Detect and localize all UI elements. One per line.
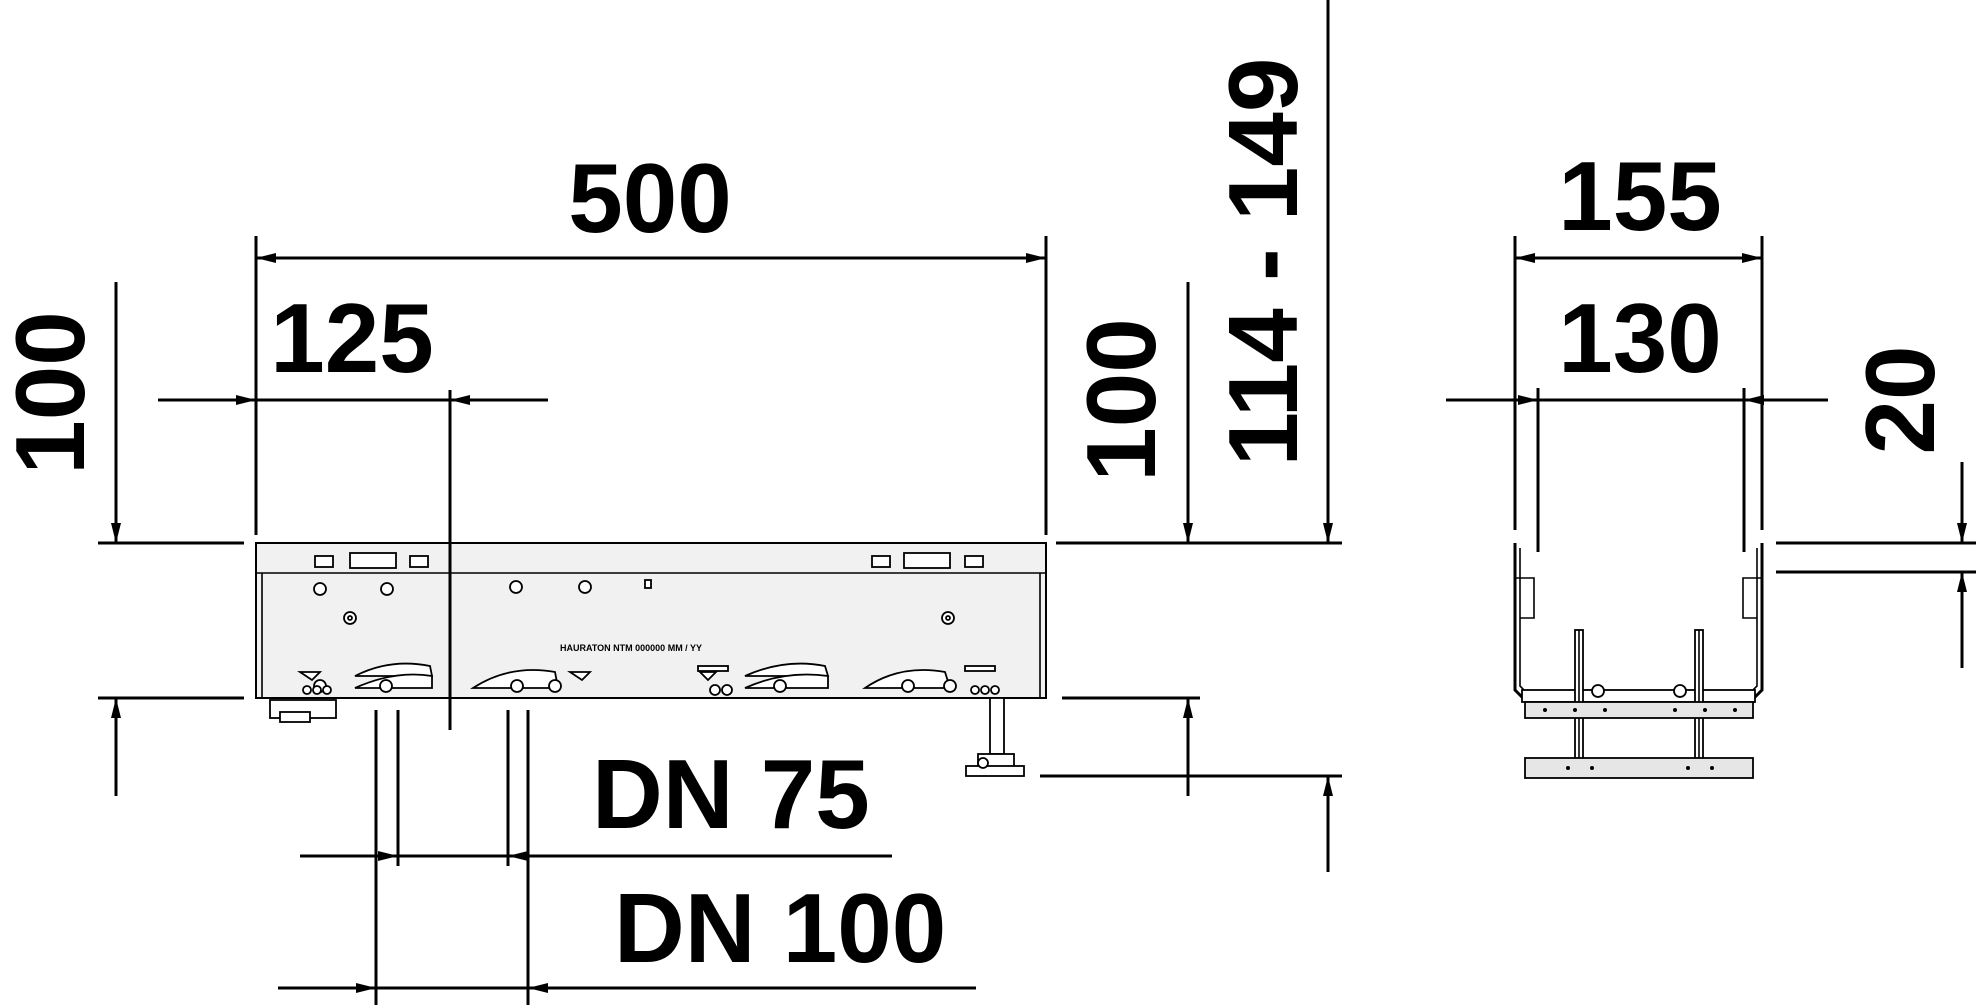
- dim-outer-width: 155: [1513, 141, 1764, 530]
- dim-label-130: 130: [1558, 283, 1722, 393]
- dim-label-100-right: 100: [1066, 318, 1176, 482]
- dim-length: 500: [254, 143, 1048, 535]
- dim-height-left: 100: [0, 282, 244, 796]
- dim-label-dn100: DN 100: [614, 873, 946, 983]
- dim-label-114-149: 114 - 149: [1208, 58, 1318, 467]
- dim-offset: 125: [158, 283, 548, 730]
- dim-label-155: 155: [1558, 141, 1722, 251]
- dim-label-125: 125: [270, 283, 434, 393]
- dim-label-dn75: DN 75: [592, 739, 870, 849]
- dim-height-right: 100: [1056, 282, 1342, 796]
- dim-label-20: 20: [1845, 345, 1955, 454]
- dim-outlet-dn100: DN 100: [278, 710, 976, 1005]
- dim-outlet-dn75: DN 75: [300, 710, 892, 866]
- dim-total-height: 114 - 149: [1040, 0, 1342, 872]
- channel-marking: HAURATON NTM 000000 MM / YY: [560, 643, 702, 653]
- dim-inner-width: 130: [1446, 283, 1828, 552]
- dim-rim-height: 20: [1776, 345, 1976, 668]
- side-view: HAURATON NTM 000000 MM / YY: [255, 542, 1047, 777]
- dim-label-100-left: 100: [0, 311, 105, 475]
- cross-section: [1513, 543, 1764, 779]
- dim-label-500: 500: [568, 143, 732, 253]
